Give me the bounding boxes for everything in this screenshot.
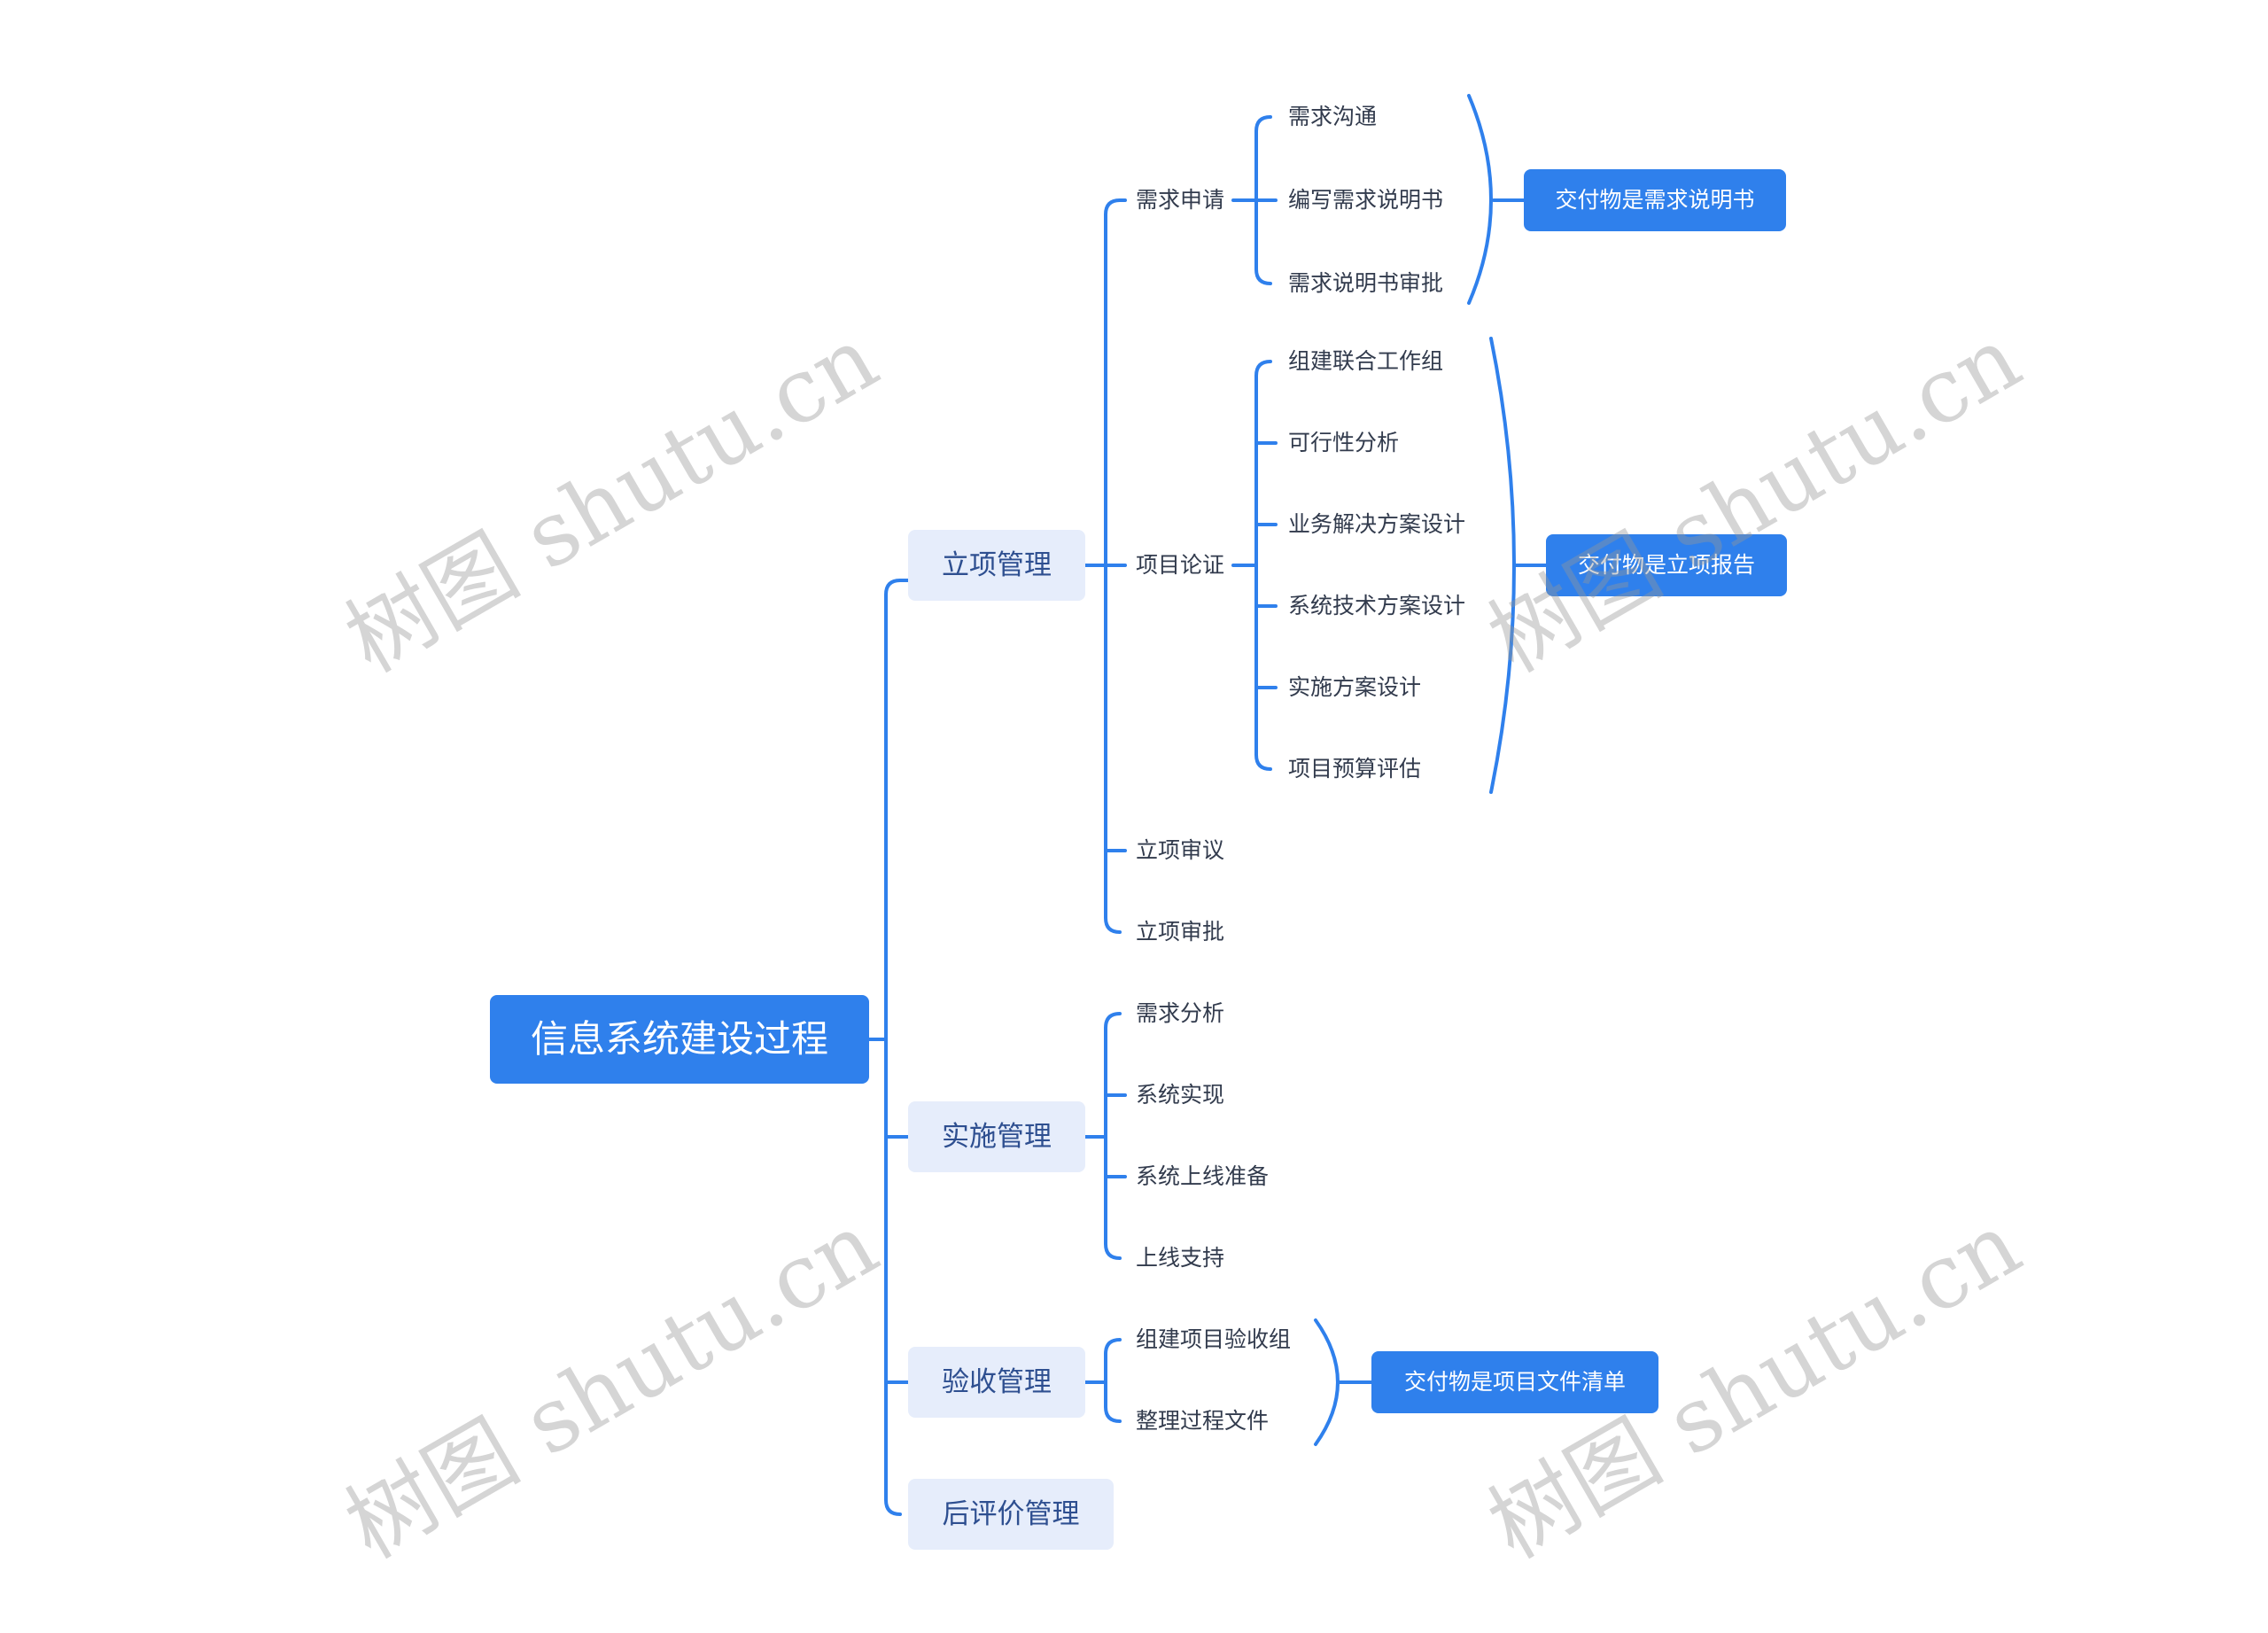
summary-node-xiangmu-wenjian-qingdan[interactable]: 交付物是项目文件清单 [1371, 1351, 1658, 1413]
node-lixiang-shenpi[interactable]: 立项审批 [1136, 919, 1225, 945]
node-zhengli-guocheng-wenjian[interactable]: 整理过程文件 [1136, 1408, 1270, 1434]
node-shangxian-zhichi[interactable]: 上线支持 [1136, 1245, 1225, 1271]
link-lunzheng-spine [1254, 360, 1272, 771]
node-xiangmu-lunzheng[interactable]: 项目论证 [1136, 552, 1225, 578]
node-lixiang-shenyi[interactable]: 立项审议 [1136, 837, 1225, 863]
node-xiangmu-yusuan-pinggu[interactable]: 项目预算评估 [1288, 756, 1422, 782]
node-lixiang-guanli[interactable]: 立项管理 [908, 530, 1085, 601]
node-yanshou-guanli[interactable]: 验收管理 [908, 1347, 1085, 1418]
node-xitong-shixian[interactable]: 系统实现 [1136, 1082, 1225, 1108]
summary-brace-2 [1489, 337, 1516, 794]
node-bianxie-xuqiu-shuomingshu[interactable]: 编写需求说明书 [1288, 187, 1444, 213]
root-node[interactable]: 信息系统建设过程 [490, 995, 869, 1084]
link-shishi-spine [1104, 1012, 1122, 1260]
node-shishi-fangan-sheji[interactable]: 实施方案设计 [1288, 674, 1422, 700]
link-yanshou-spine [1104, 1338, 1122, 1423]
node-houpingjia-guanli[interactable]: 后评价管理 [908, 1479, 1114, 1550]
node-shishi-guanli[interactable]: 实施管理 [908, 1101, 1085, 1172]
node-xuqiu-fenxi[interactable]: 需求分析 [1136, 1000, 1225, 1026]
node-xitong-jishu-fangan-sheji[interactable]: 系统技术方案设计 [1288, 593, 1466, 618]
node-xuqiu-shuomingshu-shenpi[interactable]: 需求说明书审批 [1288, 270, 1444, 296]
node-zujian-lianhe-gongzuozu[interactable]: 组建联合工作组 [1288, 348, 1444, 374]
link-root-spine [884, 579, 902, 1516]
node-yewu-jiejue-fangan-sheji[interactable]: 业务解决方案设计 [1288, 511, 1466, 537]
summary-node-xuqiu-shuomingshu[interactable]: 交付物是需求说明书 [1524, 169, 1786, 231]
summary-brace-1 [1467, 94, 1493, 305]
node-kexingxing-fenxi[interactable]: 可行性分析 [1288, 430, 1400, 455]
summary-brace-3 [1314, 1318, 1340, 1446]
node-xuqiu-shenqing[interactable]: 需求申请 [1136, 187, 1225, 213]
node-zujian-xiangmu-yanshouzu[interactable]: 组建项目验收组 [1136, 1326, 1292, 1352]
summary-node-lixiang-baogao[interactable]: 交付物是立项报告 [1546, 534, 1787, 596]
node-xitong-shangxian-zhunbei[interactable]: 系统上线准备 [1136, 1163, 1270, 1189]
node-xuqiu-goutong[interactable]: 需求沟通 [1288, 104, 1378, 129]
